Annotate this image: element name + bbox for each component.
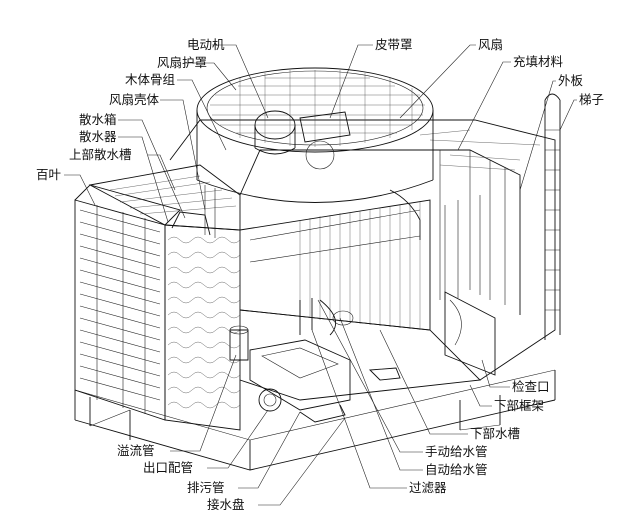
fill-media-right bbox=[239, 199, 431, 331]
label-sprinkler: 散水器 bbox=[79, 129, 117, 144]
label-motor: 电动机 bbox=[187, 37, 225, 52]
leader-lines bbox=[64, 44, 577, 506]
label-belt-cover: 皮带罩 bbox=[375, 37, 413, 52]
label-lower-basin: 下部水槽 bbox=[470, 426, 520, 441]
ladder bbox=[544, 93, 561, 340]
label-fill-material: 充填材料 bbox=[513, 54, 564, 69]
label-outer-panel: 外板 bbox=[558, 73, 584, 88]
upper-basin-left bbox=[88, 164, 241, 236]
fan-stack bbox=[196, 67, 434, 203]
label-collection-pan: 接水盘 bbox=[207, 497, 245, 512]
label-louver: 百叶 bbox=[36, 167, 62, 182]
labels: 电动机 皮带罩 风扇护罩 风扇 木体骨组 充填材料 风扇壳体 外板 散水箱 梯子… bbox=[36, 37, 604, 512]
fill-media-left bbox=[164, 224, 241, 431]
label-outlet-pipe: 出口配管 bbox=[143, 460, 193, 475]
base-frame bbox=[74, 369, 556, 471]
label-strainer: 过滤器 bbox=[409, 480, 447, 495]
label-timber-frame: 木体骨组 bbox=[125, 72, 175, 87]
label-fan: 风扇 bbox=[478, 37, 503, 52]
label-inspection-port: 检查口 bbox=[512, 379, 550, 394]
label-drain-pipe: 排污管 bbox=[187, 480, 225, 495]
louver-block bbox=[74, 184, 181, 421]
label-ladder: 梯子 bbox=[579, 92, 604, 107]
label-fan-guard: 风扇护罩 bbox=[157, 55, 207, 70]
label-fan-housing: 风扇壳体 bbox=[109, 92, 160, 107]
lower-basin bbox=[229, 298, 481, 423]
motor-assembly bbox=[254, 110, 351, 170]
label-distribution-box: 散水箱 bbox=[79, 112, 117, 127]
label-upper-basin: 上部散水槽 bbox=[69, 147, 132, 162]
label-manual-feed-pipe: 手动给水管 bbox=[425, 444, 488, 459]
inspection-door bbox=[444, 291, 496, 376]
casing bbox=[169, 119, 556, 381]
label-auto-feed-pipe: 自动给水管 bbox=[425, 462, 488, 477]
label-overflow-pipe: 溢流管 bbox=[117, 443, 155, 458]
label-lower-frame: 下部框架 bbox=[494, 398, 544, 413]
outer-panels bbox=[444, 195, 481, 300]
